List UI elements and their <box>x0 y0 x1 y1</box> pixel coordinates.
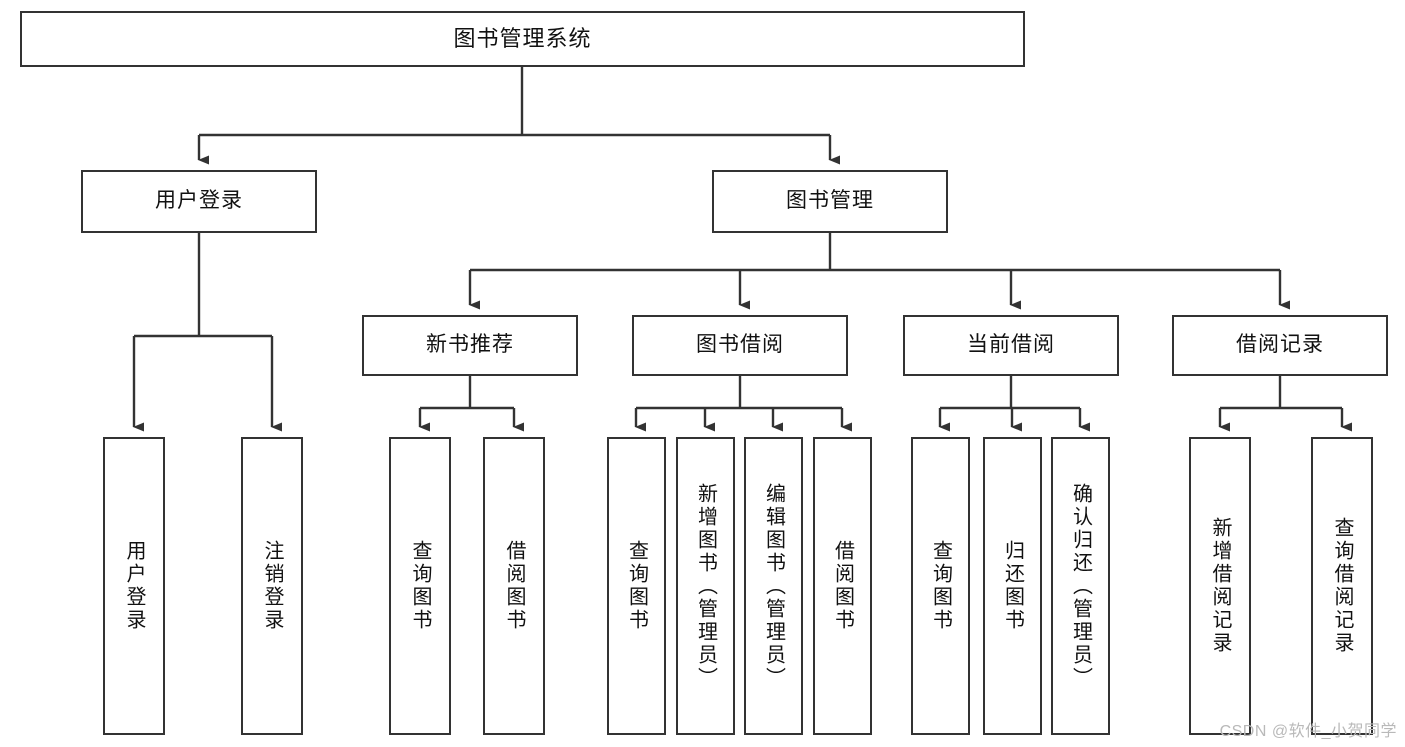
node-label: 查询借阅记录 <box>1331 517 1353 655</box>
node-user-login[interactable]: 用户登录 <box>81 170 317 233</box>
node-leaf-return-book[interactable]: 归还图书 <box>983 437 1042 735</box>
node-leaf-confirm-return[interactable]: 确认归还（管理员） <box>1051 437 1110 735</box>
node-leaf-query-book-2[interactable]: 查询图书 <box>607 437 666 735</box>
node-book-borrow[interactable]: 图书借阅 <box>632 315 848 376</box>
node-label: 借阅图书 <box>831 540 854 632</box>
node-label: 新书推荐 <box>426 333 514 357</box>
node-label: 查询图书 <box>409 540 431 632</box>
node-leaf-user-login[interactable]: 用户登录 <box>103 437 165 735</box>
node-leaf-edit-book[interactable]: 编辑图书（管理员） <box>744 437 803 735</box>
node-label: 注销登录 <box>261 540 283 632</box>
node-label: 借阅记录 <box>1236 333 1324 357</box>
csdn-watermark: CSDN @软件_小贺同学 <box>1219 723 1397 740</box>
node-label: 用户登录 <box>155 189 243 213</box>
node-label: 图书管理系统 <box>453 26 592 52</box>
node-current-borrow[interactable]: 当前借阅 <box>903 315 1119 376</box>
node-label: 归还图书 <box>1001 540 1024 632</box>
node-label: 新增图书（管理员） <box>694 482 717 690</box>
node-leaf-borrow-book-1[interactable]: 借阅图书 <box>483 437 545 735</box>
node-label: 图书管理 <box>786 189 874 213</box>
node-leaf-query-record[interactable]: 查询借阅记录 <box>1311 437 1373 735</box>
node-label: 借阅图书 <box>503 540 525 632</box>
node-label: 查询图书 <box>625 540 648 632</box>
node-label: 图书借阅 <box>696 333 784 357</box>
node-leaf-add-book[interactable]: 新增图书（管理员） <box>676 437 735 735</box>
node-label: 编辑图书（管理员） <box>762 482 785 690</box>
node-leaf-user-logout[interactable]: 注销登录 <box>241 437 303 735</box>
node-label: 确认归还（管理员） <box>1069 482 1092 690</box>
node-label: 新增借阅记录 <box>1209 517 1231 655</box>
node-book-manage[interactable]: 图书管理 <box>712 170 948 233</box>
node-borrow-record[interactable]: 借阅记录 <box>1172 315 1388 376</box>
node-leaf-borrow-book-2[interactable]: 借阅图书 <box>813 437 872 735</box>
node-leaf-add-record[interactable]: 新增借阅记录 <box>1189 437 1251 735</box>
node-leaf-query-book-3[interactable]: 查询图书 <box>911 437 970 735</box>
node-label: 用户登录 <box>123 540 145 632</box>
node-leaf-query-book-1[interactable]: 查询图书 <box>389 437 451 735</box>
node-label: 查询图书 <box>929 540 952 632</box>
node-book-management-system[interactable]: 图书管理系统 <box>20 11 1025 67</box>
node-new-book-recommend[interactable]: 新书推荐 <box>362 315 578 376</box>
node-label: 当前借阅 <box>967 333 1055 357</box>
